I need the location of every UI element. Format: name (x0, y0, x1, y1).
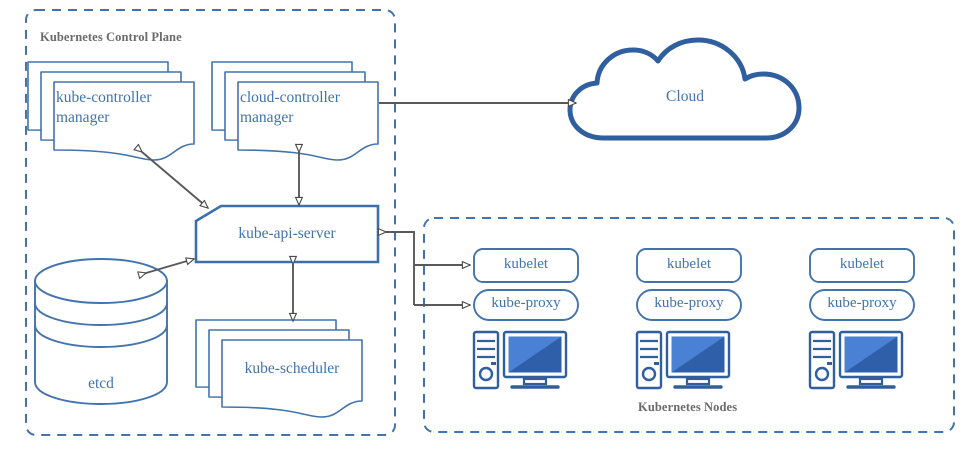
etcd-shape[interactable] (34, 258, 168, 405)
node-3 (808, 248, 915, 390)
node-1-computer-icon (472, 330, 568, 390)
kube-api-server-shape[interactable] (194, 204, 380, 264)
control-plane-title: Kubernetes Control Plane (40, 30, 182, 44)
connectors: kube-api-server --> kube-api-server --> … (142, 103, 576, 321)
node-2-computer-icon (635, 330, 731, 390)
cloud-shape[interactable] (567, 37, 802, 141)
node-1-kube-proxy-box (473, 289, 579, 321)
connector-kcm-apiserver (142, 152, 208, 208)
control-plane-group-box (25, 9, 396, 436)
node-1-kubelet-box (473, 248, 579, 283)
kube-scheduler-shape[interactable] (195, 319, 363, 418)
node-3-kubelet-box (809, 248, 915, 283)
node-1 (472, 248, 579, 390)
node-2-kube-proxy-box (636, 289, 742, 321)
node-2 (635, 248, 742, 390)
connector-apiserver-node1 (386, 232, 415, 305)
node-3-computer-icon (808, 330, 904, 390)
connector-etcd-apiserver (146, 259, 194, 273)
cloud-controller-manager-shape[interactable] (211, 61, 379, 161)
node-2-kubelet-box (636, 248, 742, 283)
node-3-kube-proxy-box (809, 289, 915, 321)
nodes-title: Kubernetes Nodes (638, 400, 738, 414)
kube-controller-manager-shape[interactable] (27, 61, 195, 161)
